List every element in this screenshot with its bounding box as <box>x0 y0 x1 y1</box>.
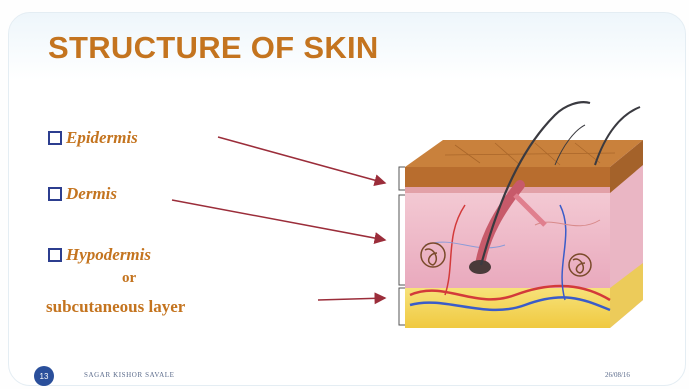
bracket-epidermis <box>399 167 405 190</box>
slide-number: 13 <box>34 366 54 386</box>
footer-author: SAGAR KISHOR SAVALE <box>84 371 175 379</box>
skin-cross-section-illustration <box>385 95 655 345</box>
arrow-epidermis <box>218 137 385 183</box>
bracket-hypodermis <box>399 288 405 325</box>
arrow-dermis <box>172 200 385 240</box>
footer-date: 26/08/16 <box>605 371 630 379</box>
arrow-hypodermis <box>318 298 385 300</box>
bracket-dermis <box>399 195 405 285</box>
epidermis-top <box>405 140 643 167</box>
